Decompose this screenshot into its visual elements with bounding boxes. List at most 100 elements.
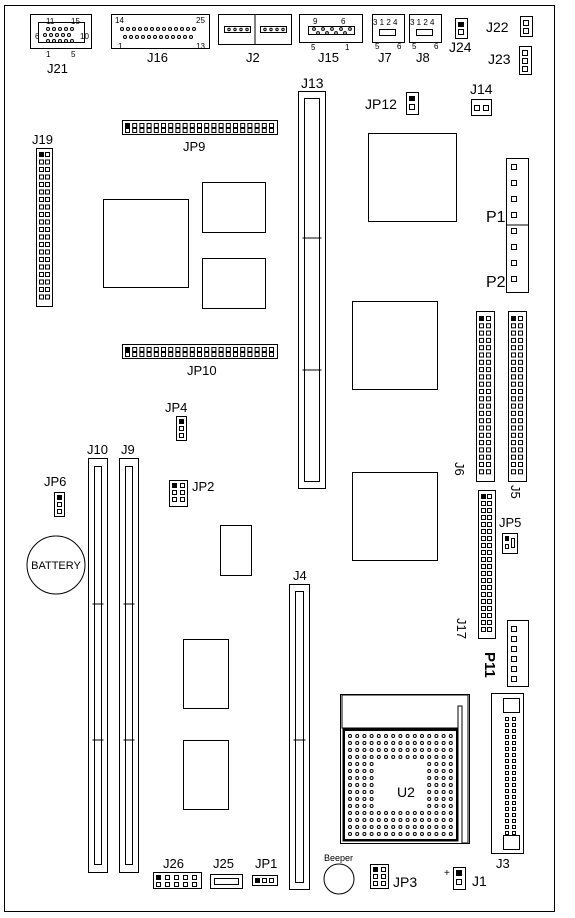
pin xyxy=(61,33,65,37)
slot-j4 xyxy=(289,584,310,890)
pin xyxy=(511,228,517,234)
pin xyxy=(412,741,417,745)
pin xyxy=(45,159,50,165)
pin xyxy=(427,832,432,836)
pin xyxy=(204,352,210,357)
pin xyxy=(481,571,486,576)
pin xyxy=(481,494,486,499)
pin xyxy=(39,159,44,165)
pin xyxy=(369,790,374,794)
pin xyxy=(505,741,509,745)
pin xyxy=(146,347,152,352)
pin xyxy=(481,620,486,625)
pin xyxy=(511,676,517,682)
j16-pin-25: 25 xyxy=(196,16,205,25)
pin xyxy=(486,359,491,365)
chip-large-left xyxy=(103,199,189,288)
pin xyxy=(511,381,516,387)
pin xyxy=(486,316,491,321)
pin xyxy=(486,337,491,343)
pin xyxy=(434,804,439,808)
pin xyxy=(512,717,516,721)
pin xyxy=(511,454,516,460)
pin xyxy=(486,403,491,409)
pin xyxy=(376,734,381,738)
pin xyxy=(487,543,492,548)
pin xyxy=(512,825,516,829)
pin xyxy=(479,418,484,424)
pin xyxy=(448,755,453,759)
pin xyxy=(511,432,516,438)
pin xyxy=(45,257,50,262)
jumper-jp3 xyxy=(370,864,389,889)
pin xyxy=(125,347,130,352)
pin xyxy=(427,762,432,766)
pin xyxy=(487,536,492,541)
pin xyxy=(46,39,50,43)
connector-j14 xyxy=(471,99,492,116)
pin xyxy=(487,613,492,618)
pin xyxy=(45,167,50,172)
j16-pin-14: 14 xyxy=(115,16,124,25)
pin xyxy=(261,123,267,128)
pin xyxy=(362,769,367,773)
pin xyxy=(420,811,424,815)
pin xyxy=(518,316,523,321)
pin xyxy=(420,755,424,759)
pin xyxy=(369,811,374,815)
pin xyxy=(240,123,246,128)
label-jp4: JP4 xyxy=(165,400,187,415)
pin xyxy=(362,755,367,759)
label-j10: J10 xyxy=(87,442,108,457)
pin xyxy=(165,35,169,39)
pin xyxy=(39,264,44,270)
pin xyxy=(479,381,484,387)
pin xyxy=(362,825,367,829)
pin xyxy=(518,432,523,438)
chip-lower-left-2 xyxy=(183,740,229,810)
pin xyxy=(505,795,509,799)
pin xyxy=(441,790,446,794)
pin xyxy=(481,557,486,562)
pin xyxy=(420,741,424,745)
pin xyxy=(479,367,484,373)
pin xyxy=(70,39,74,43)
pin xyxy=(171,35,175,39)
pin xyxy=(225,128,231,133)
pin xyxy=(45,279,50,285)
j26-pins xyxy=(156,875,197,887)
pin xyxy=(512,783,516,787)
pin xyxy=(487,606,492,611)
label-jp10: JP10 xyxy=(187,363,217,378)
pin xyxy=(139,347,145,352)
pin xyxy=(355,811,360,815)
j21-pin-6: 6 xyxy=(35,32,40,41)
pin xyxy=(177,35,181,39)
pin xyxy=(192,882,197,887)
pin xyxy=(348,797,352,801)
pin xyxy=(146,128,152,133)
pin xyxy=(45,242,50,247)
j17-pins xyxy=(481,494,492,632)
p11-pins xyxy=(511,626,517,682)
pin xyxy=(180,27,184,31)
j21-pin-5: 5 xyxy=(71,50,76,59)
pin xyxy=(412,832,417,836)
label-jp9: JP9 xyxy=(183,139,205,154)
pin xyxy=(505,753,509,757)
pin xyxy=(362,762,367,766)
pin xyxy=(518,352,523,358)
j5-pins xyxy=(511,316,523,475)
pin xyxy=(479,374,484,380)
pin xyxy=(39,287,44,292)
pin xyxy=(427,734,432,738)
jumper-jp6 xyxy=(54,492,65,517)
pin xyxy=(362,783,367,787)
pin xyxy=(511,646,517,652)
pin xyxy=(339,27,343,31)
pin xyxy=(45,174,50,180)
connector-j16: 14 25 1 13 xyxy=(111,14,210,51)
pin xyxy=(448,832,453,836)
pin xyxy=(227,27,231,32)
pin xyxy=(505,729,509,733)
